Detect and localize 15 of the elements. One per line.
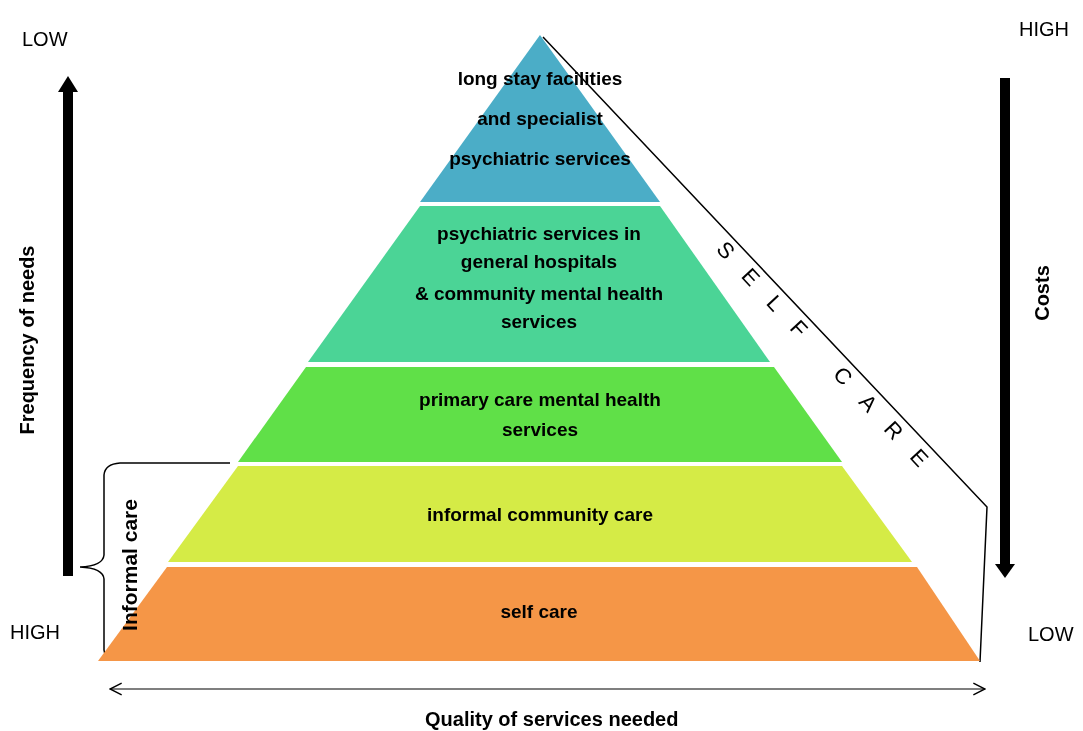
- bracket-label: Informal care: [117, 499, 143, 631]
- axis-label: LOW: [22, 27, 68, 52]
- tier-label: self care: [500, 600, 578, 624]
- axis-title: Frequency of needs: [15, 245, 39, 435]
- axis-label: HIGH: [10, 620, 60, 645]
- axis-label: LOW: [1028, 622, 1074, 647]
- tier-label: psychiatric services in general hospitals: [436, 222, 642, 274]
- pyramid-tier: [420, 35, 660, 202]
- axis-label: HIGH: [1019, 17, 1069, 42]
- axis-title: Quality of services needed: [425, 707, 679, 731]
- tier-label: primary care mental health services: [418, 388, 662, 442]
- axis-title: Costs: [1030, 265, 1054, 321]
- pyramid-tier: [168, 466, 912, 562]
- tier-label: informal community care: [427, 503, 653, 527]
- tier-label: & community mental health services: [414, 282, 664, 334]
